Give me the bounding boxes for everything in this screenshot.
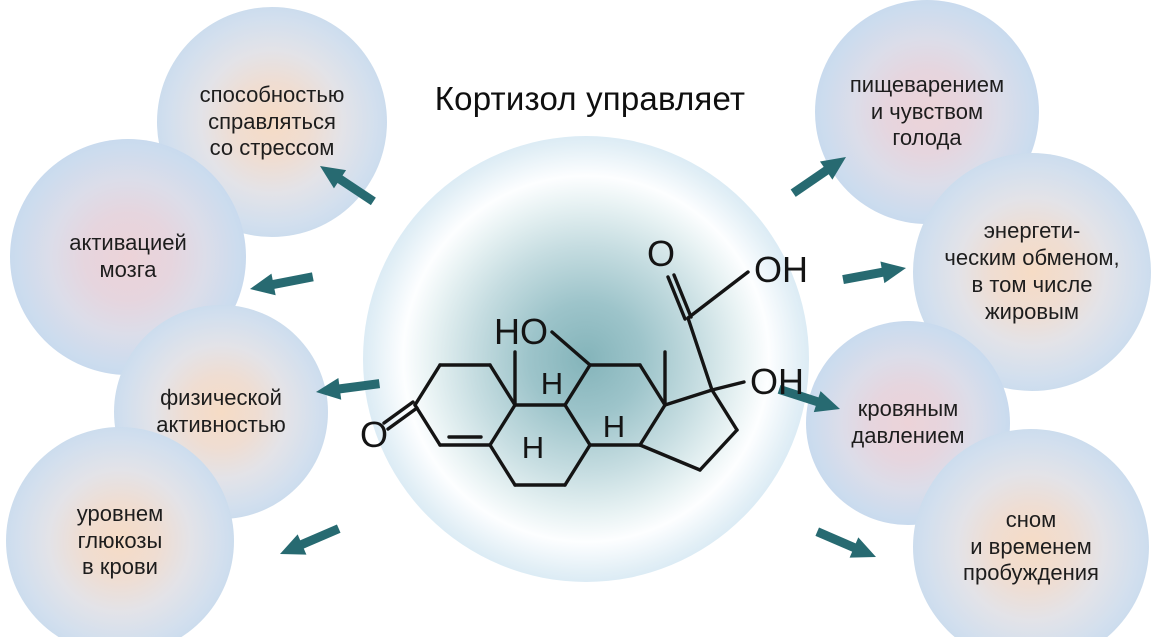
bubble-physical-activity-label: физической активностью: [156, 385, 286, 437]
bubble-energy-label: энергети- ческим обменом, в том числе жи…: [944, 218, 1120, 324]
center-glow-circle: [363, 136, 809, 582]
bubble-digestion-label: пищеварением и чувством голода: [849, 71, 1005, 151]
bubble-sleep-label: сном и временем пробуждения: [963, 506, 1099, 586]
bubble-glucose: уровнем глюкозы в крови: [6, 427, 234, 637]
arrow-to-brain: [250, 272, 314, 296]
arrow-to-sleep: [815, 527, 876, 558]
bubble-glucose-label: уровнем глюкозы в крови: [76, 500, 164, 580]
bubble-sleep: сном и временем пробуждения: [913, 429, 1149, 637]
bubble-blood-pressure-label: кровяным давлением: [851, 396, 965, 448]
infographic-title: Кортизол управляет: [434, 80, 746, 117]
bubble-brain-label: активацией мозга: [69, 230, 187, 282]
arrow-to-energy: [842, 261, 906, 284]
arrow-to-glucose: [280, 524, 341, 555]
bubble-stress-label: способностью справляться со стрессом: [199, 81, 345, 161]
